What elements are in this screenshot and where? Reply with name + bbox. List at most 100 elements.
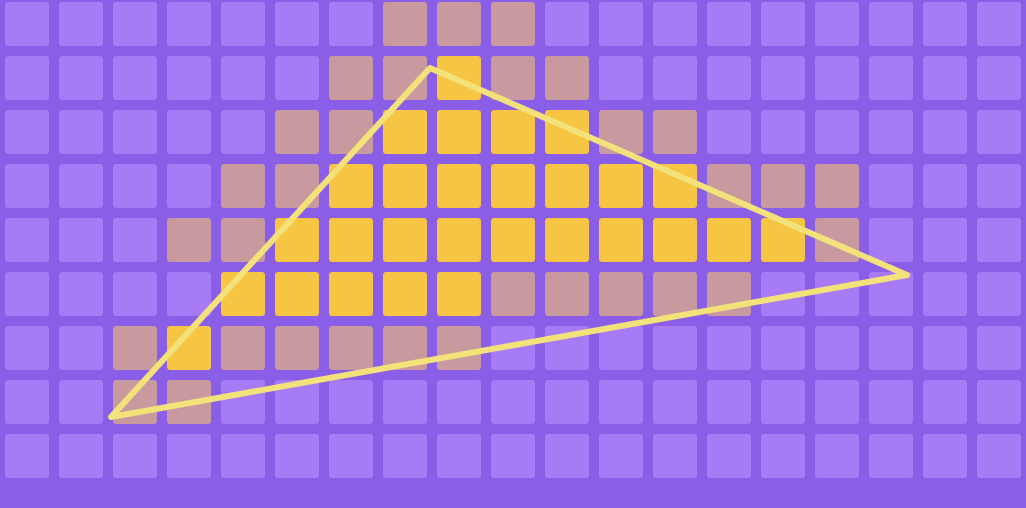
pixel-cell (5, 110, 49, 154)
pixel-cell (275, 56, 319, 100)
pixel-cell (329, 434, 373, 478)
pixel-cell-filled (437, 272, 481, 316)
pixel-cell-filled (599, 164, 643, 208)
pixel-cell (977, 272, 1021, 316)
pixel-cell (275, 380, 319, 424)
pixel-cell-filled (383, 218, 427, 262)
pixel-cell (5, 218, 49, 262)
pixel-cell (707, 110, 751, 154)
pixel-cell-partial (329, 326, 373, 370)
pixel-cell (869, 56, 913, 100)
pixel-cell (491, 380, 535, 424)
pixel-cell (437, 380, 481, 424)
pixel-cell (329, 380, 373, 424)
pixel-cell (815, 380, 859, 424)
pixel-cell (977, 164, 1021, 208)
pixel-cell-filled (599, 218, 643, 262)
pixel-cell (599, 56, 643, 100)
pixel-cell (167, 56, 211, 100)
pixel-cell (869, 218, 913, 262)
pixel-cell (167, 110, 211, 154)
pixel-cell (167, 434, 211, 478)
pixel-cell (113, 110, 157, 154)
pixel-cell (545, 434, 589, 478)
pixel-cell-filled (545, 218, 589, 262)
pixel-cell (59, 434, 103, 478)
pixel-cell-filled (221, 272, 265, 316)
pixel-cell (923, 380, 967, 424)
pixel-cell (815, 56, 859, 100)
pixel-cell (707, 434, 751, 478)
pixel-cell (869, 380, 913, 424)
pixel-cell-partial (383, 326, 427, 370)
triangle-outline (108, 65, 910, 420)
pixel-cell (5, 380, 49, 424)
pixel-cell (545, 380, 589, 424)
pixel-cell (761, 326, 805, 370)
pixel-cell (653, 326, 697, 370)
pixel-cell (59, 164, 103, 208)
pixel-cell-filled (437, 218, 481, 262)
pixel-cell (869, 434, 913, 478)
pixel-cell (761, 110, 805, 154)
pixel-cell (815, 434, 859, 478)
pixel-cell (167, 164, 211, 208)
pixel-cell (869, 272, 913, 316)
pixel-cell (977, 56, 1021, 100)
pixel-cell-filled (275, 272, 319, 316)
pixel-cell (59, 56, 103, 100)
pixel-cell (383, 380, 427, 424)
pixel-cell (707, 380, 751, 424)
pixel-cell (59, 110, 103, 154)
pixel-cell-filled (491, 164, 535, 208)
pixel-cell (815, 272, 859, 316)
pixel-cell (815, 110, 859, 154)
pixel-cell (59, 2, 103, 46)
pixel-cell-filled (275, 218, 319, 262)
pixel-cell (923, 272, 967, 316)
pixel-cell (923, 218, 967, 262)
pixel-cell (815, 326, 859, 370)
pixel-cell-partial (275, 326, 319, 370)
pixel-cell (221, 2, 265, 46)
pixel-cell (923, 164, 967, 208)
pixel-cell-filled (329, 218, 373, 262)
pixel-cell-partial (707, 164, 751, 208)
pixel-cell-partial (491, 56, 535, 100)
pixel-cell-partial (653, 110, 697, 154)
pixel-cell-partial (491, 272, 535, 316)
pixel-cell-partial (815, 164, 859, 208)
pixel-cell (869, 326, 913, 370)
pixel-cell-partial (491, 2, 535, 46)
pixel-cell (977, 110, 1021, 154)
pixel-cell (275, 434, 319, 478)
pixel-cell (491, 434, 535, 478)
pixel-cell (869, 164, 913, 208)
pixel-cell (599, 2, 643, 46)
pixel-cell (869, 110, 913, 154)
pixel-cell-partial (221, 326, 265, 370)
pixel-cell (113, 56, 157, 100)
pixel-cell (761, 380, 805, 424)
pixel-cell-filled (653, 218, 697, 262)
pixel-cell (5, 434, 49, 478)
pixel-cell (113, 434, 157, 478)
pixel-cell-partial (113, 326, 157, 370)
pixel-cell-partial (329, 56, 373, 100)
pixel-cell (221, 434, 265, 478)
pixel-cell (167, 2, 211, 46)
pixel-cell-partial (545, 56, 589, 100)
pixel-cell (437, 434, 481, 478)
pixel-cell (113, 2, 157, 46)
pixel-cell-partial (275, 164, 319, 208)
pixel-cell-filled (383, 164, 427, 208)
pixel-grid (5, 2, 1021, 478)
pixel-cell (977, 218, 1021, 262)
pixel-cell (761, 272, 805, 316)
pixel-cell (761, 56, 805, 100)
pixel-cell (59, 218, 103, 262)
pixel-cell-filled (167, 326, 211, 370)
pixel-cell (923, 110, 967, 154)
